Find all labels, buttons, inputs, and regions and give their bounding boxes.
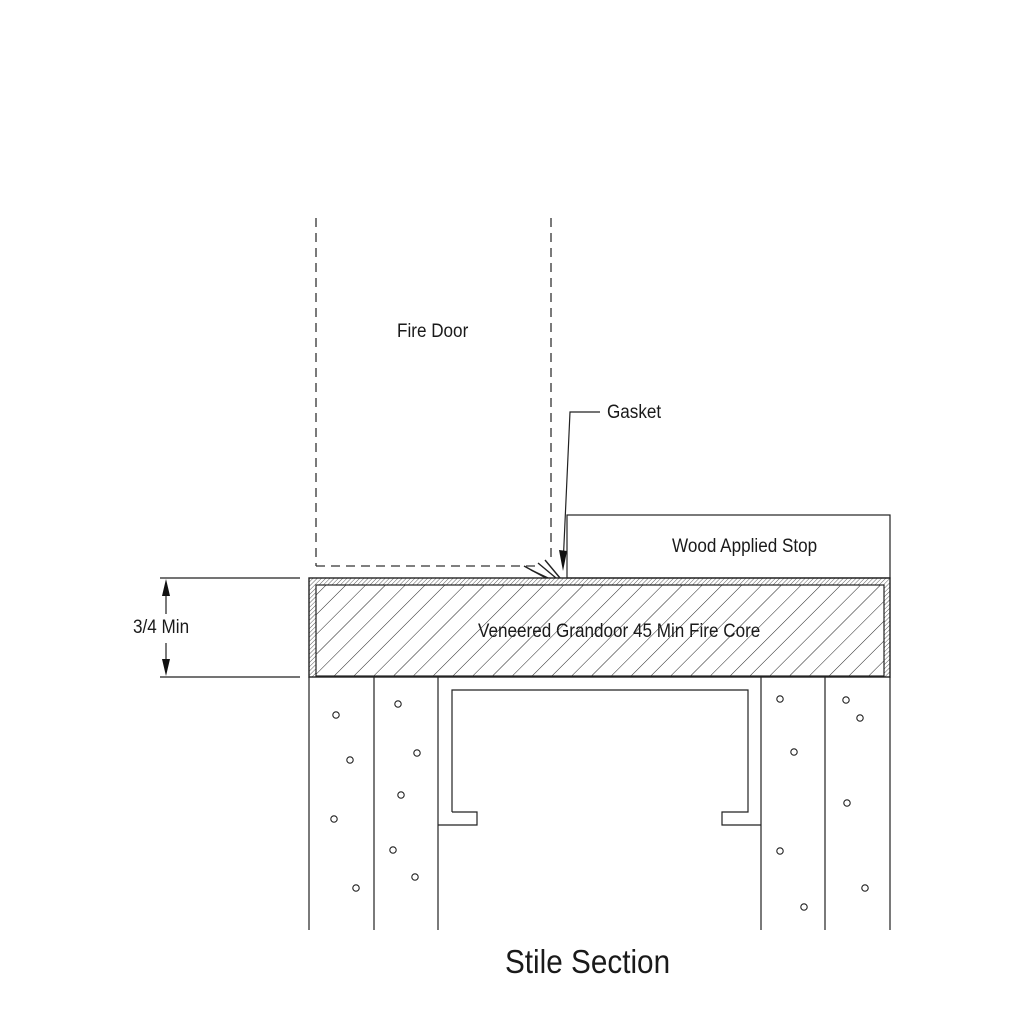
dimension-label: 3/4 Min: [133, 617, 190, 638]
fire-door-outline: [315, 218, 552, 567]
wood-applied-stop: [566, 514, 891, 579]
fire-door-label: Fire Door: [397, 321, 469, 342]
dimension-line: [160, 577, 300, 678]
steel-channel: [438, 689, 761, 826]
fire-core-label: Veneered Grandoor 45 Min Fire Core: [478, 621, 761, 642]
gasket-shape: [523, 559, 561, 579]
frame-lines: [308, 677, 891, 930]
concrete-aggregate: [330, 695, 869, 911]
drawing-caption: Stile Section: [505, 943, 671, 980]
wood-applied-stop-label: Wood Applied Stop: [672, 536, 818, 557]
gasket-leader: [559, 411, 600, 571]
dimension-arrow-down: [162, 659, 170, 676]
dimension-arrow-up: [162, 579, 170, 596]
fire-core-panel: [308, 577, 891, 678]
gasket-label: Gasket: [607, 402, 662, 423]
